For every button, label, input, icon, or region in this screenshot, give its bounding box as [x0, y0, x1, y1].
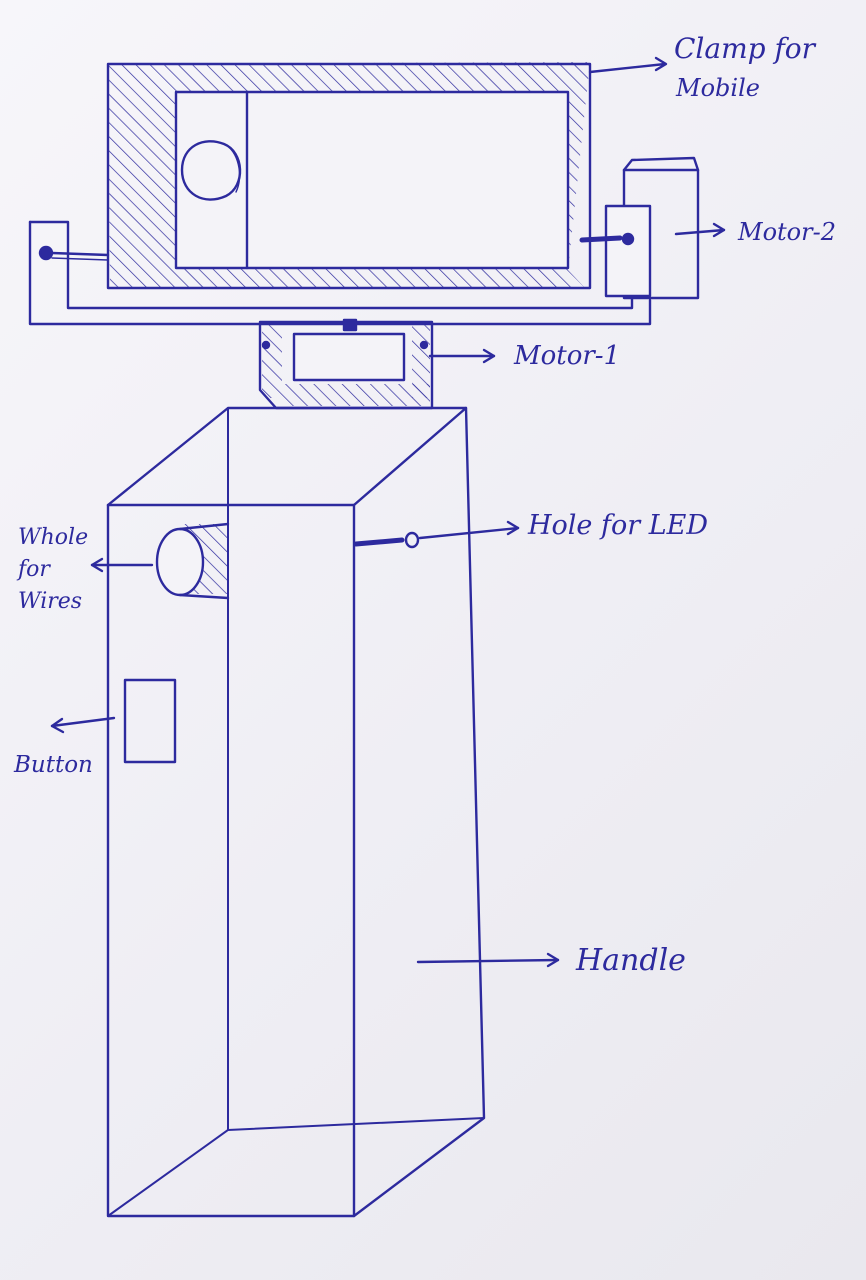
callout-arrows: [50, 56, 726, 968]
motor-1: [258, 318, 434, 410]
label-clamp-line1: Clamp for: [674, 32, 817, 65]
handle-box: [106, 406, 486, 1218]
pivot-arm: [28, 220, 652, 326]
mobile-clamp: [106, 62, 592, 290]
wire-hole: [155, 522, 230, 600]
led-hole: [353, 531, 420, 549]
label-whole-line1: Whole: [18, 525, 88, 550]
label-handle: Handle: [575, 943, 686, 978]
label-motor-1: Motor-1: [513, 341, 620, 371]
label-button: Button: [13, 752, 93, 778]
label-clamp-line2: Mobile: [675, 74, 760, 102]
label-whole-line3: Wires: [18, 589, 82, 614]
label-hole-for-led: Hole for LED: [527, 510, 708, 541]
button-rect: [123, 678, 177, 764]
label-motor-2: Motor-2: [737, 218, 836, 246]
labels: Clamp for Mobile Motor-2 Motor-1 Hole fo…: [13, 32, 836, 978]
label-whole-line2: for: [16, 557, 51, 582]
motor-2: [579, 156, 700, 300]
